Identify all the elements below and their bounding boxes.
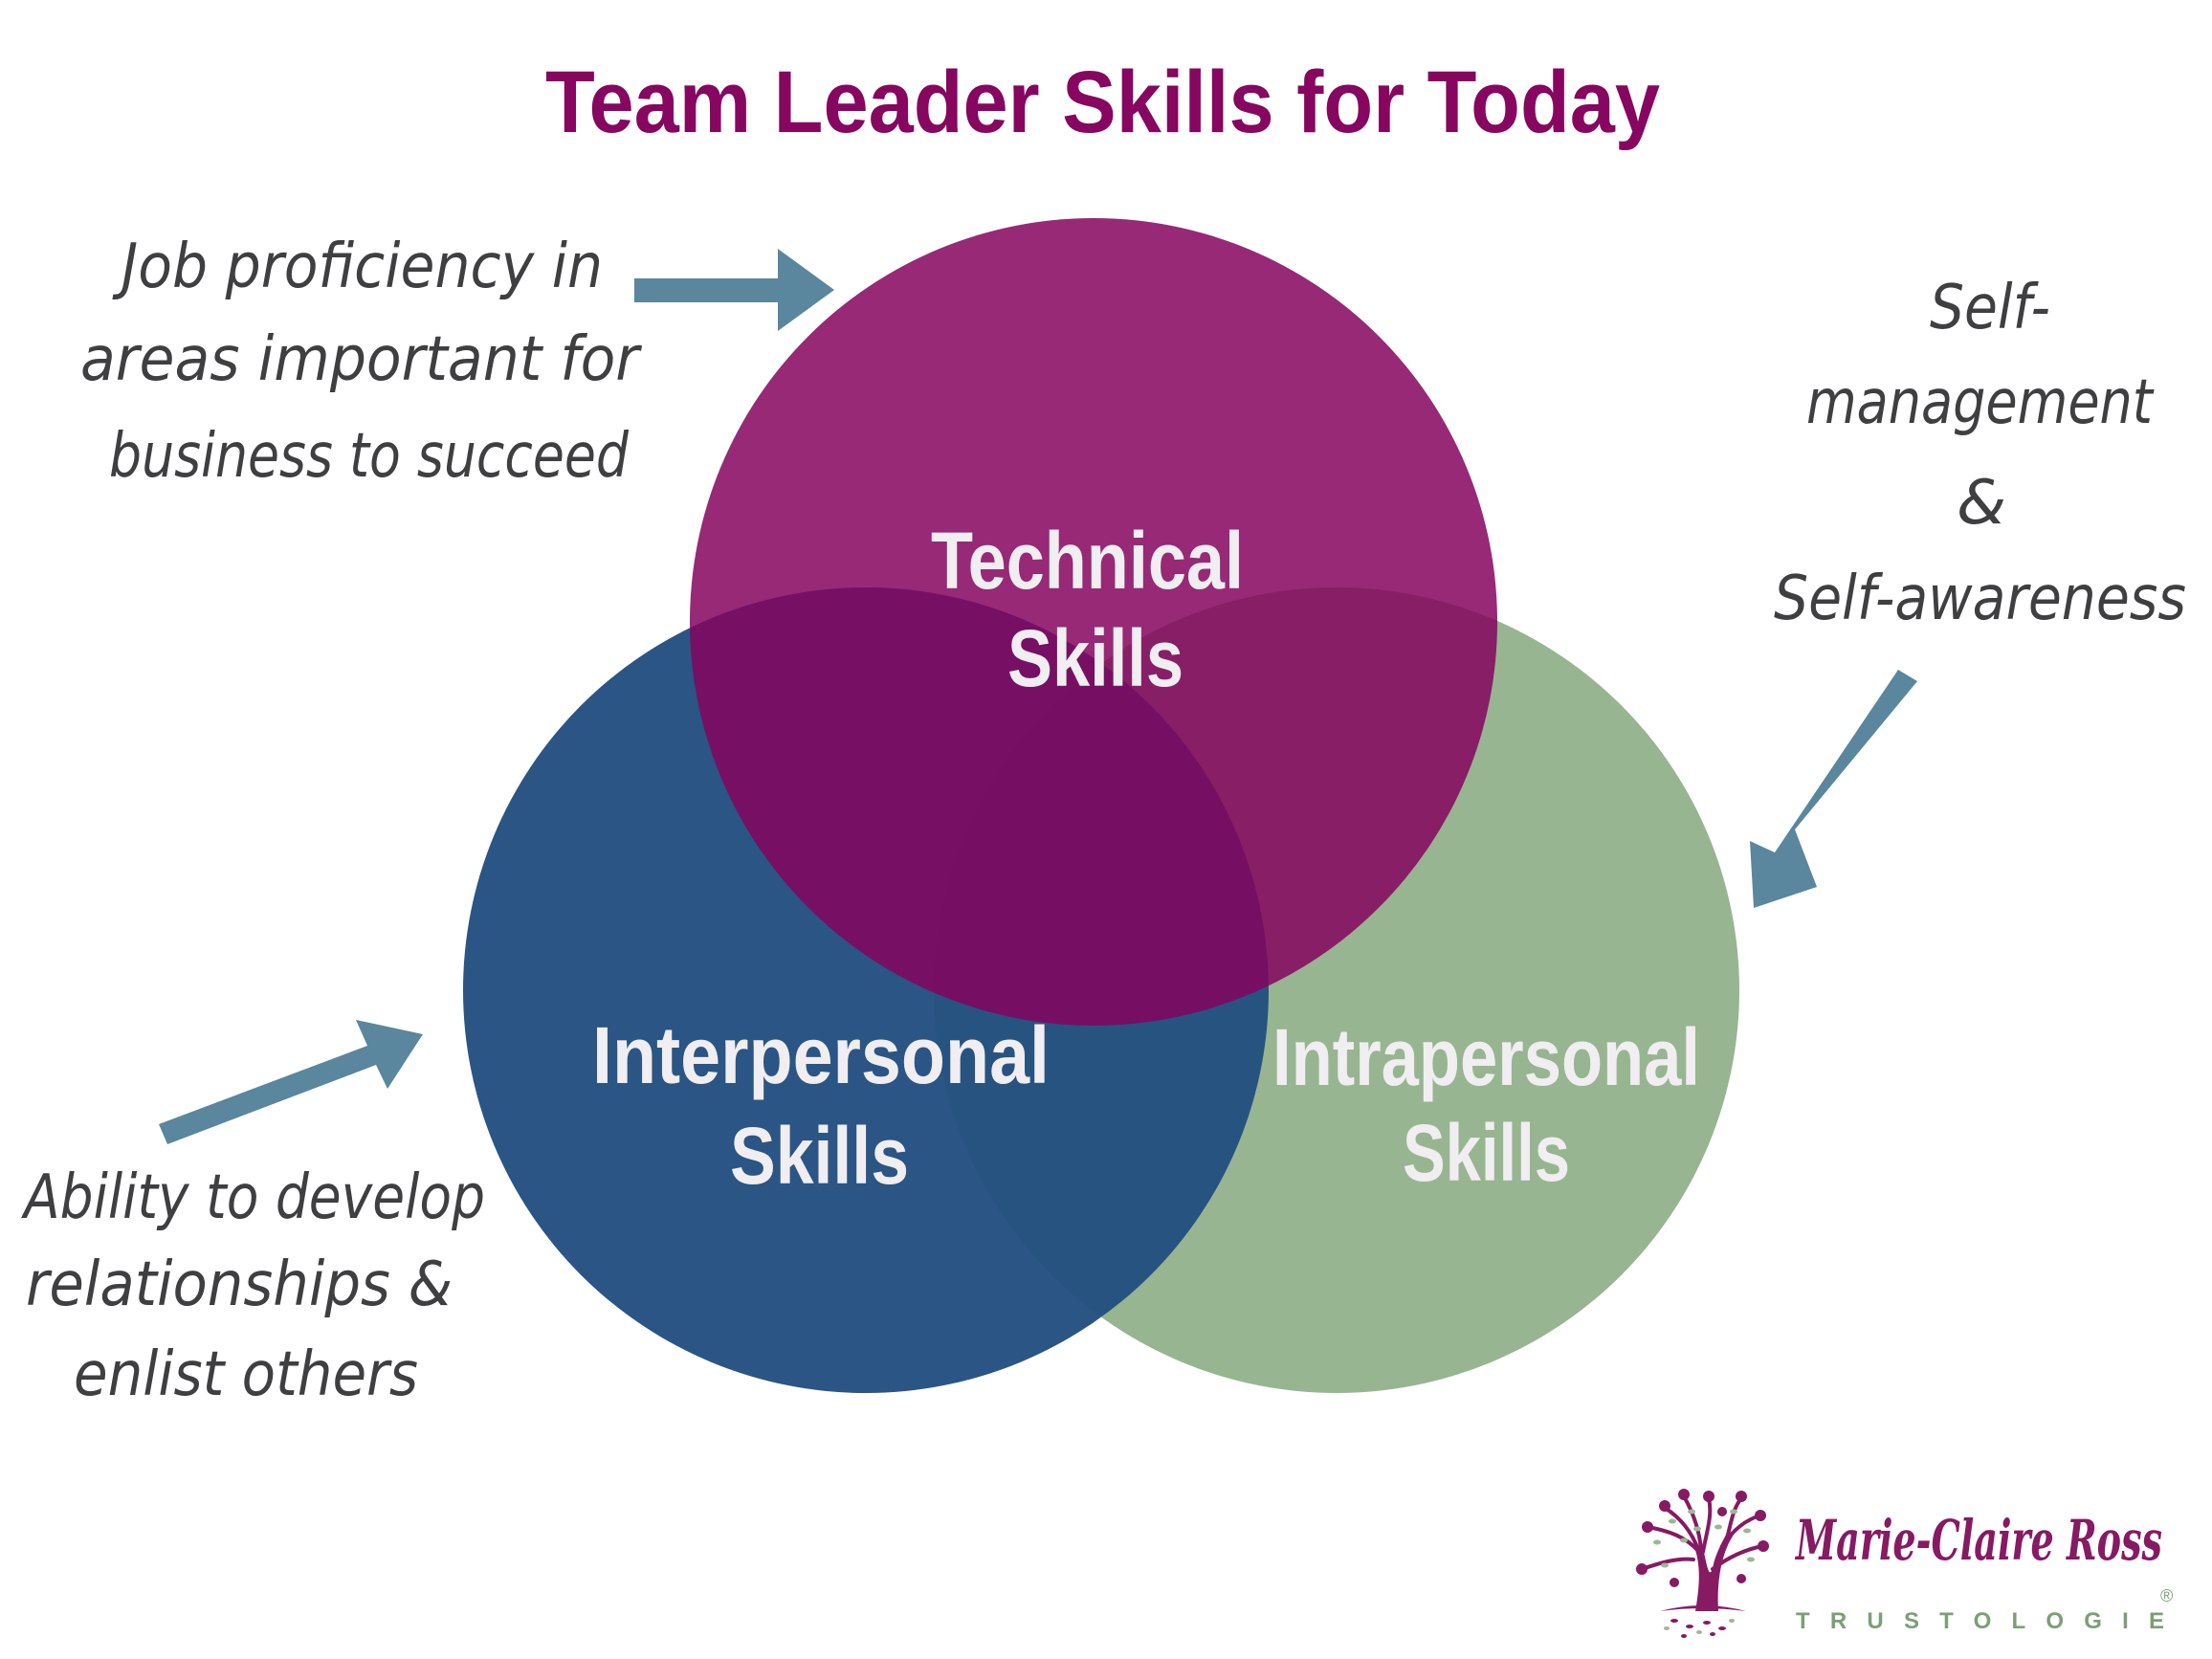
- intrapersonal-label-line1: Intrapersonal: [1272, 1012, 1700, 1102]
- intrapersonal-annotation-line1: Self-: [1930, 273, 2050, 343]
- technical-circle: [690, 218, 1497, 1026]
- intrapersonal-annotation: Self- management & Self-awareness: [1774, 273, 2186, 634]
- interpersonal-label-line2: Skills: [730, 1111, 909, 1201]
- technical-annotation-line1: Job proficiency in: [112, 232, 603, 302]
- technical-label-line2: Skills: [1007, 613, 1183, 703]
- interpersonal-annotation-line1: Ability to develop: [21, 1162, 485, 1233]
- interpersonal-label-line1: Interpersonal: [592, 1010, 1050, 1100]
- technical-annotation-line2: areas important for: [80, 324, 642, 395]
- intrapersonal-annotation-line4: Self-awareness: [1774, 564, 2186, 634]
- registered-mark: ®: [2160, 1586, 2173, 1605]
- arrow-down-left-icon: [1750, 670, 1917, 908]
- technical-label: Technical Skills: [931, 516, 1244, 703]
- technical-annotation: Job proficiency in areas important for b…: [80, 232, 642, 492]
- arrow-up-right-icon: [159, 1020, 423, 1144]
- intrapersonal-annotation-line2: management: [1806, 367, 2155, 438]
- intrapersonal-label: Intrapersonal Skills: [1272, 1012, 1700, 1198]
- technical-annotation-line3: business to succeed: [109, 421, 629, 492]
- tree-icon: [1636, 1489, 1769, 1638]
- interpersonal-label: Interpersonal Skills: [592, 1010, 1050, 1201]
- arrow-right-icon: [634, 249, 834, 331]
- venn-circles: [463, 218, 1739, 1393]
- brand-tagline: TRUSTOLOGIE: [1796, 1608, 2164, 1634]
- technical-label-line1: Technical: [931, 516, 1244, 606]
- interpersonal-annotation-line3: enlist others: [74, 1339, 418, 1410]
- intrapersonal-annotation-line3: &: [1957, 468, 2006, 539]
- page-title: Team Leader Skills for Today: [545, 54, 1660, 151]
- brand-logo: Marie-Claire Ross ® TRUSTOLOGIE: [1636, 1489, 2173, 1638]
- interpersonal-annotation: Ability to develop relationships & enlis…: [21, 1162, 485, 1410]
- brand-name: Marie-Claire Ross: [1795, 1508, 2162, 1573]
- intrapersonal-label-line2: Skills: [1403, 1108, 1570, 1198]
- interpersonal-annotation-line2: relationships &: [26, 1250, 453, 1320]
